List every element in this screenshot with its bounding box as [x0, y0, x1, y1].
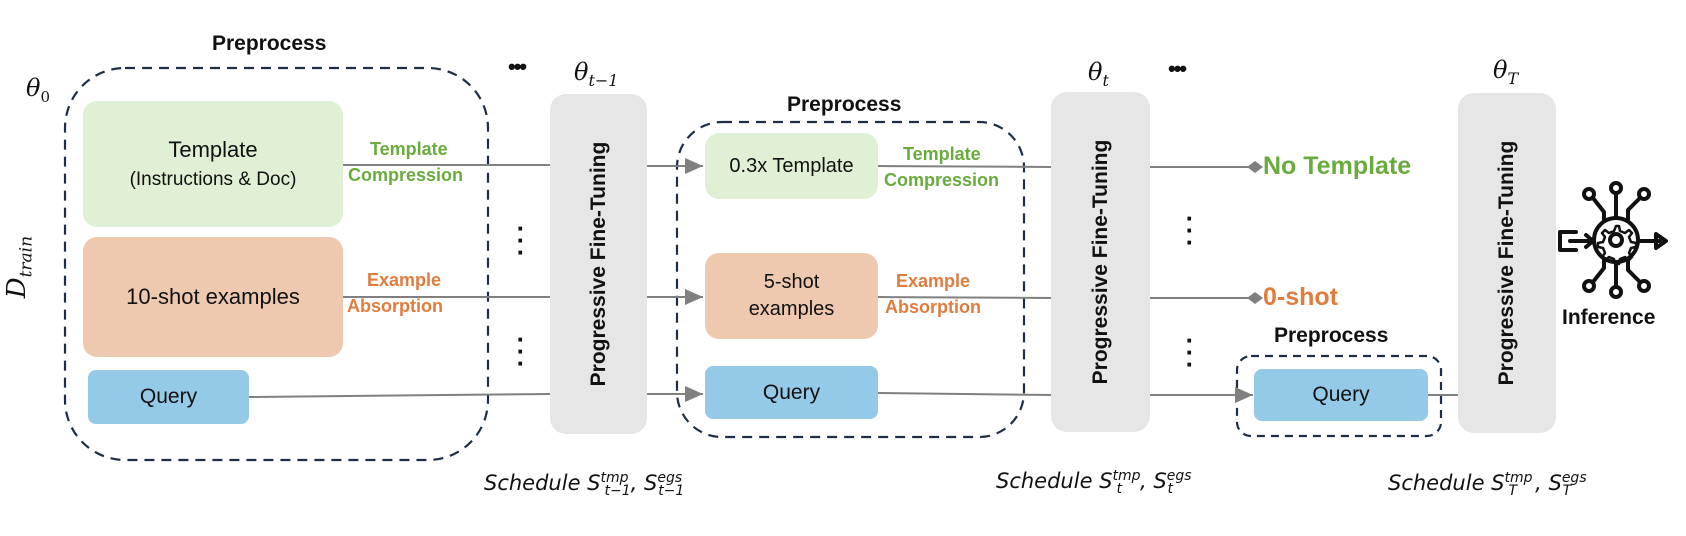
schedule-tmp-sup: tmp [1112, 468, 1141, 484]
theta-subscript: T [1507, 68, 1519, 88]
schedule-egs-sup: egs [657, 470, 683, 486]
schedule-s: S [1548, 471, 1562, 495]
template-op-line1: Template [370, 139, 448, 159]
query-label: Query [1312, 383, 1370, 406]
template-line-3 [877, 165, 1053, 168]
schedule-tmp-sup: tmp [1504, 470, 1533, 486]
pft-label: Progressive Fine-Tuning [1495, 140, 1518, 386]
query-line-3 [877, 392, 1053, 396]
query-box-initial: Query [88, 370, 249, 424]
query-line-1 [248, 393, 551, 398]
theta-symbol: θ [1493, 56, 1508, 84]
example-op-line1: Example [896, 271, 971, 291]
progressive-finetuning-block-T: Progressive Fine-Tuning [1458, 93, 1556, 433]
inference-label: Inference [1562, 306, 1656, 329]
theta-symbol: θ [1088, 58, 1103, 86]
theta-subscript: t [1102, 70, 1109, 90]
theta-symbol: θ [26, 74, 41, 102]
preprocess-title-initial: Preprocess [212, 32, 327, 55]
preprocess-container-initial [63, 66, 490, 462]
schedule-egs-sup: egs [1561, 470, 1587, 486]
comma: , [1535, 471, 1542, 495]
examples-box-10shot: 10-shot examples [83, 237, 343, 357]
query-label: Query [139, 385, 198, 408]
theta-subscript: 0 [40, 87, 50, 106]
theta-T-label: θT [1493, 56, 1518, 88]
schedule-s: S [644, 471, 658, 495]
schedule-sub: t−1 [604, 483, 631, 500]
schedule-s: S [1153, 469, 1167, 493]
schedule-t: Schedule Stmpt, Segst [996, 468, 1192, 498]
template-box-subtitle: (Instructions & Doc) [129, 169, 297, 190]
examples-box-label: 10-shot examples [126, 284, 300, 309]
schedule-sub: t−1 [658, 483, 685, 500]
dataset-symbol: D [2, 277, 33, 299]
template-op-line2: Compression [884, 170, 1000, 190]
theta-t-minus-1-label: θt−1 [574, 58, 618, 90]
query-label: Query [762, 380, 821, 404]
ellipsis-top-1: ••• [508, 54, 527, 79]
schedule-text: Schedule S [1388, 471, 1505, 495]
no-template-result: No Template [1263, 152, 1412, 180]
template-compressed-label: 0.3x Template [729, 154, 854, 177]
template-compression-label-1: Template Compression [348, 136, 463, 188]
example-op-line1: Example [367, 270, 442, 290]
comma: , [1140, 469, 1147, 493]
schedule-text: Schedule S [996, 469, 1113, 493]
pft-label: Progressive Fine-Tuning [586, 141, 610, 387]
template-box-compressed: 0.3x Template [705, 133, 878, 199]
comma: , [630, 471, 638, 495]
progressive-finetuning-block-t-minus-1: Progressive Fine-Tuning [550, 94, 647, 434]
vertical-ellipsis-3: ··· [1185, 203, 1195, 257]
example-absorption-label-2: Example Absorption [885, 268, 981, 320]
schedule-sub: T [1508, 483, 1518, 500]
query-box-middle: Query [705, 366, 878, 419]
preprocess-container-middle [675, 120, 1026, 439]
schedule-sub: t [1116, 481, 1123, 498]
vertical-ellipsis-2: ··· [516, 324, 526, 378]
preprocess-title-late: Preprocess [1274, 324, 1389, 347]
dataset-train-label: Dtrain [2, 236, 36, 298]
template-box-full: Template (Instructions & Doc) [83, 101, 343, 227]
schedule-sub: T [1562, 483, 1572, 500]
schedule-sub: t [1167, 481, 1174, 498]
template-box-title: Template [168, 137, 258, 162]
example-line-3 [877, 296, 1053, 299]
ai-inference-gear-icon [1558, 181, 1668, 299]
preprocess-title-middle: Preprocess [787, 93, 902, 116]
template-op-line2: Compression [348, 165, 464, 185]
schedule-text: Schedule S [484, 471, 601, 495]
pft-label: Progressive Fine-Tuning [1088, 139, 1112, 385]
dataset-subscript: train [16, 235, 37, 278]
schedule-T: Schedule StmpT, SegsT [1388, 470, 1587, 500]
vertical-ellipsis-1: ··· [516, 213, 526, 267]
examples-line2: examples [748, 298, 835, 320]
template-op-line1: Template [903, 144, 981, 164]
theta-subscript: t−1 [588, 70, 619, 90]
examples-box-5shot: 5-shot examples [705, 253, 878, 339]
progressive-finetuning-block-t: Progressive Fine-Tuning [1051, 92, 1150, 432]
example-op-line2: Absorption [347, 296, 443, 316]
theta-0-label: θ0 [26, 74, 50, 106]
theta-t-label: θt [1088, 58, 1109, 90]
schedule-egs-sup: egs [1166, 468, 1192, 484]
vertical-ellipsis-4: ··· [1185, 325, 1195, 379]
example-absorption-label-1: Example Absorption [347, 267, 443, 319]
theta-symbol: θ [574, 58, 589, 86]
schedule-t-minus-1: Schedule Stmpt−1, Segst−1 [484, 470, 684, 499]
zero-shot-result: 0-shot [1263, 283, 1338, 311]
ellipsis-top-2: ••• [1168, 56, 1187, 81]
schedule-tmp-sup: tmp [600, 470, 629, 486]
query-box-late: Query [1254, 369, 1428, 421]
template-compression-label-2: Template Compression [884, 141, 999, 193]
examples-line1: 5-shot [763, 271, 820, 293]
example-op-line2: Absorption [885, 297, 981, 317]
